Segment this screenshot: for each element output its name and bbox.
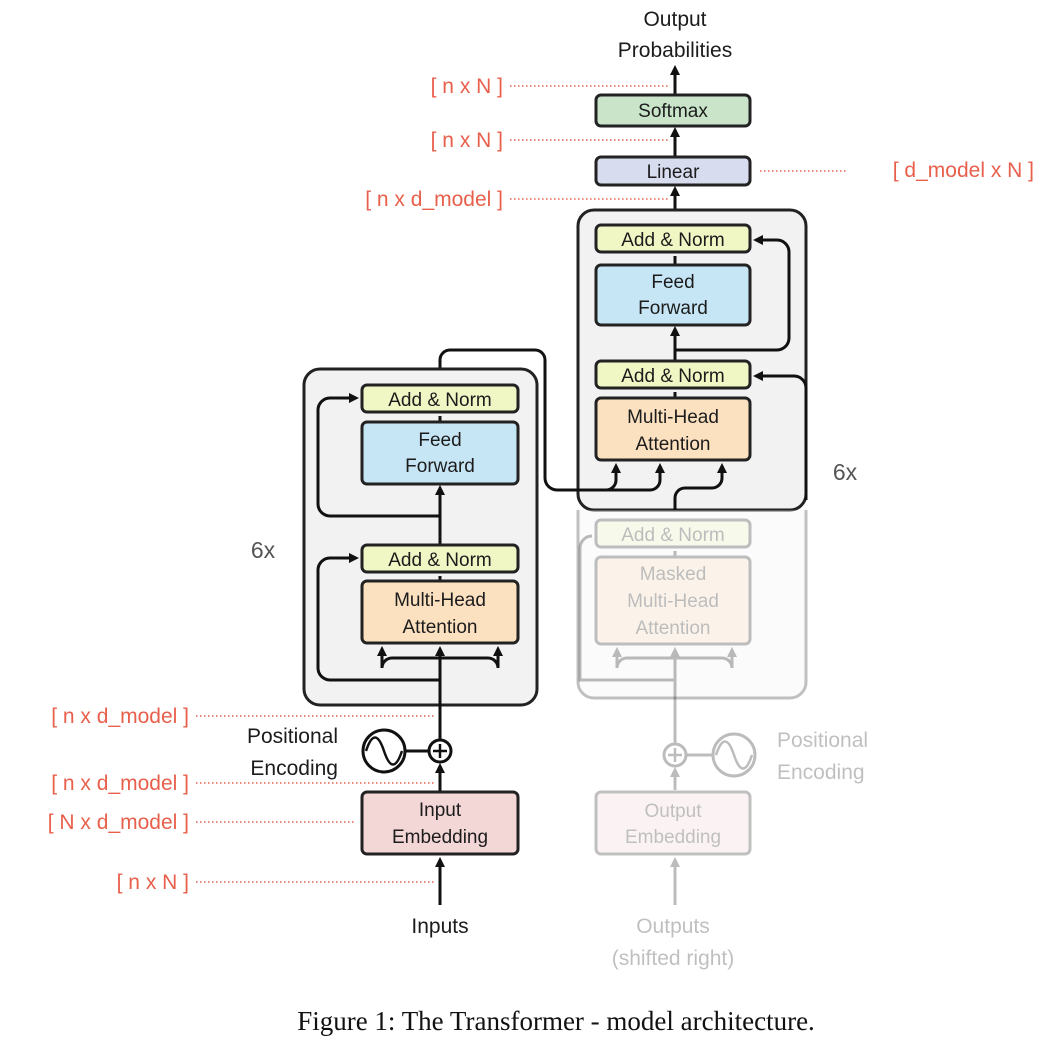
input-embedding-label2: Embedding bbox=[392, 827, 488, 848]
inputs-label: Inputs bbox=[411, 915, 468, 938]
decoder-plus-icon bbox=[668, 748, 682, 762]
input-embedding-label1: Input bbox=[419, 800, 462, 821]
dim-embedding-out: [ n x d_model ] bbox=[51, 772, 189, 795]
outputs-label: Outputs bbox=[636, 915, 710, 938]
decoder-multi-head-attention: Multi-Head Attention bbox=[594, 396, 752, 462]
dim-encoder-in: [ n x d_model ] bbox=[51, 705, 189, 728]
decoder-masked-label1: Masked bbox=[640, 564, 707, 585]
decoder-feed-forward: Feed Forward bbox=[594, 263, 752, 327]
decoder-mha-label1: Multi-Head bbox=[627, 407, 719, 428]
decoder-add-norm-mid: Add & Norm bbox=[594, 359, 752, 390]
output-embedding-label1: Output bbox=[644, 801, 702, 822]
decoder-masked-add-norm-label: Add & Norm bbox=[621, 525, 724, 546]
encoder-ff-residual bbox=[316, 392, 440, 518]
encoder-add-norm-top-label: Add & Norm bbox=[388, 390, 491, 411]
dim-linear-out: [ n x N ] bbox=[431, 129, 503, 152]
softmax-label: Softmax bbox=[638, 101, 708, 122]
input-embedding-box: Input Embedding bbox=[360, 790, 520, 856]
decoder-masked-label3: Attention bbox=[636, 618, 711, 639]
encoder-mha-residual bbox=[316, 552, 440, 682]
output-embedding-label2: Embedding bbox=[625, 827, 721, 848]
encoder-multi-head-attention: Multi-Head Attention bbox=[360, 579, 520, 645]
decoder-add-norm-top: Add & Norm bbox=[594, 223, 752, 254]
encoder-feed-forward: Feed Forward bbox=[360, 420, 520, 486]
dim-decoder-out: [ n x d_model ] bbox=[365, 188, 503, 211]
decoder-mha-residual bbox=[752, 370, 808, 500]
decoder-sine-wave-icon bbox=[711, 732, 757, 778]
output-embedding-box: Output Embedding bbox=[594, 790, 752, 856]
encoder-add-norm-top: Add & Norm bbox=[360, 383, 520, 414]
decoder-masked-label2: Multi-Head bbox=[627, 591, 719, 612]
encoder-pos-enc-line2: Encoding bbox=[250, 757, 338, 780]
decoder-masked-attention: Masked Multi-Head Attention bbox=[594, 555, 752, 646]
dim-tokens-in: [ n x N ] bbox=[117, 871, 189, 894]
decoder-pos-enc-line1: Positional bbox=[777, 729, 868, 752]
decoder-ff-label2: Forward bbox=[638, 298, 708, 319]
encoder-sine-path bbox=[364, 736, 404, 766]
dim-linear-weight: [ d_model x N ] bbox=[893, 159, 1034, 182]
decoder-add-circle bbox=[662, 742, 688, 768]
decoder-repeat-label: 6x bbox=[833, 459, 858, 485]
decoder-mha-label2: Attention bbox=[636, 434, 711, 455]
figure-caption: Figure 1: The Transformer - model archit… bbox=[297, 1006, 815, 1036]
output-probabilities-line2: Probabilities bbox=[618, 39, 732, 62]
encoder-add-norm-bottom-label: Add & Norm bbox=[388, 550, 491, 571]
decoder-add-norm-mid-label: Add & Norm bbox=[621, 366, 724, 387]
encoder-ff-label2: Forward bbox=[405, 456, 475, 477]
encoder-mha-label1: Multi-Head bbox=[394, 590, 486, 611]
decoder-sine-path bbox=[714, 740, 754, 770]
linear-box: Linear bbox=[594, 155, 752, 187]
decoder-query-arrow bbox=[673, 462, 728, 510]
softmax-box: Softmax bbox=[594, 93, 752, 128]
decoder-masked-add-norm: Add & Norm bbox=[594, 518, 752, 549]
decoder-masked-inputs bbox=[615, 656, 734, 748]
encoder-pos-enc-line1: Positional bbox=[247, 725, 338, 748]
decoder-stack-faded bbox=[576, 510, 808, 700]
outputs-shifted-label: (shifted right) bbox=[612, 947, 735, 970]
encoder-to-decoder-value bbox=[600, 462, 666, 492]
encoder-repeat-label: 6x bbox=[251, 537, 276, 563]
decoder-add-norm-top-label: Add & Norm bbox=[621, 230, 724, 251]
linear-label: Linear bbox=[647, 162, 700, 183]
decoder-faded-block: Add & Norm Masked Multi-Head Attention P… bbox=[578, 518, 868, 970]
decoder-masked-residual bbox=[578, 534, 675, 682]
dim-softmax-out: [ n x N ] bbox=[431, 75, 503, 98]
encoder-stack bbox=[302, 367, 539, 707]
decoder-pos-enc-line2: Encoding bbox=[777, 761, 865, 784]
encoder-ff-label1: Feed bbox=[418, 430, 461, 451]
encoder-add-norm-bottom: Add & Norm bbox=[360, 543, 520, 574]
encoder-plus-icon bbox=[433, 744, 447, 758]
decoder-ff-label1: Feed bbox=[651, 272, 694, 293]
decoder-ff-residual bbox=[675, 234, 791, 352]
dim-embedding-weight: [ N x d_model ] bbox=[48, 811, 189, 834]
encoder-mha-label2: Attention bbox=[403, 617, 478, 638]
output-probabilities-line1: Output bbox=[643, 8, 706, 31]
